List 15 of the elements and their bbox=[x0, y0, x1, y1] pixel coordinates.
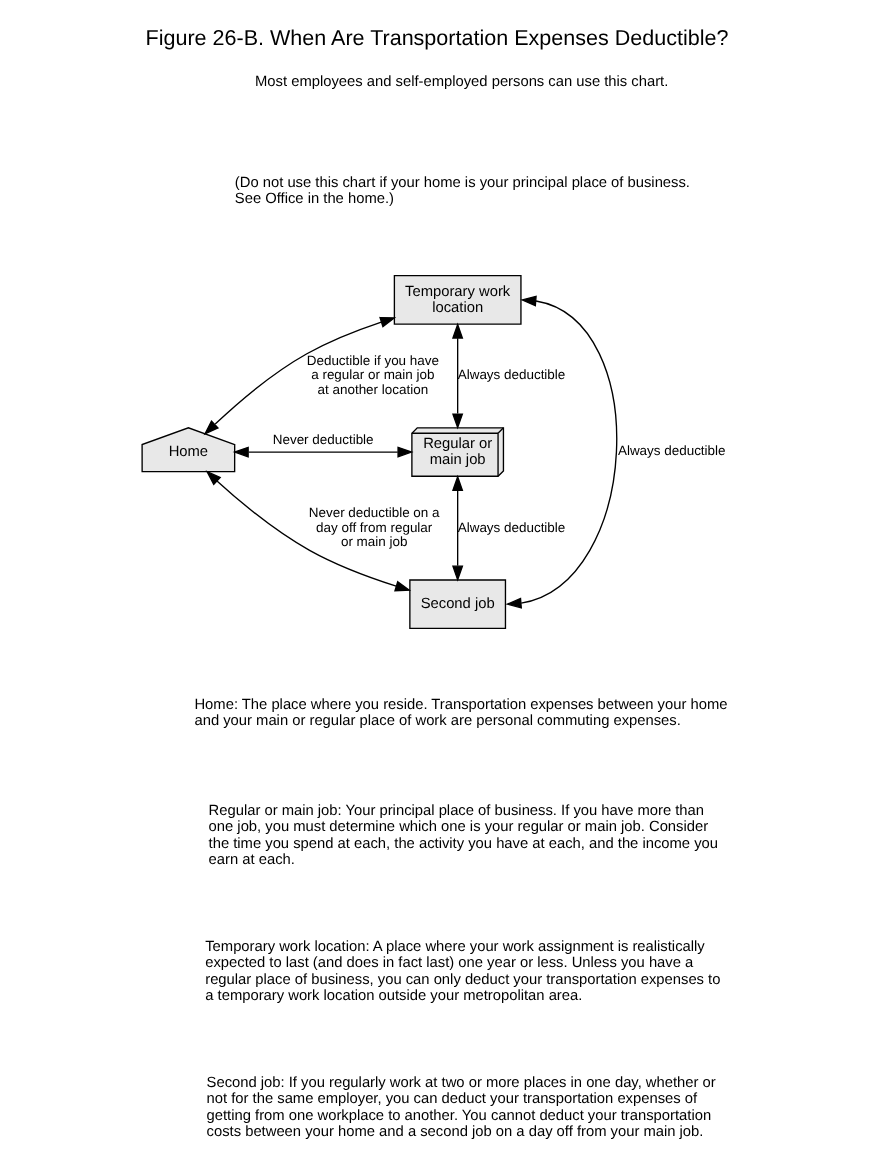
arrow bbox=[451, 474, 463, 582]
diagram-title: Figure 26-B. When Are Transportation Expenses Deductible? bbox=[144, 27, 728, 52]
label: Most employees and self-employed persons can use this chart. bbox=[254, 71, 668, 90]
label: Regular or main job: Your principal place of business. If you have more than one job, you must determine which one is your regular or main job. Consider the time you spend at each, the activity you have at each, and the income you earn at each. bbox=[207, 801, 718, 868]
label: (Do not use this chart if your home is your principal place of business. See Office in the home.) bbox=[233, 172, 690, 207]
node-box: Second job bbox=[408, 579, 506, 630]
arrow bbox=[202, 316, 396, 436]
label: Second job: If you regularly work at two or more places in one day, whether or not for the same employer, you can deduct your transportation expenses of getting from one workplace to another. You cannot deduct your transportation costs between your home and a second job on a day off from your main job. bbox=[205, 1073, 715, 1140]
arrow bbox=[231, 446, 413, 458]
arrow bbox=[504, 295, 617, 609]
label: Home: The place where you reside. Transportation expenses between your home and your main or regular place of work are personal commuting expenses. bbox=[193, 694, 727, 730]
label: Temporary work location: A place where your work assignment is realistically expected to last (and does in fact last) one year or less. Unless you have a regular place of business, you can only deduct your transportation expenses to a temporary work location outside your metropolitan area. bbox=[204, 937, 720, 1004]
node-box: Temporary work location bbox=[392, 275, 521, 325]
arrow bbox=[451, 322, 463, 430]
arrow bbox=[204, 470, 411, 592]
